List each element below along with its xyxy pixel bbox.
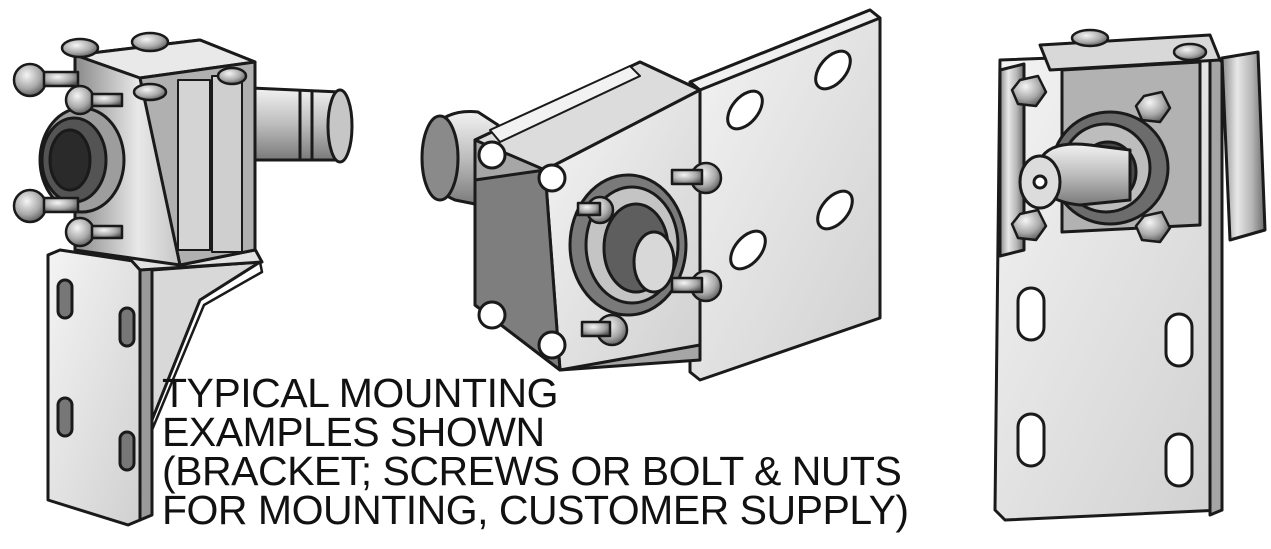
left-slot xyxy=(56,396,74,438)
left-slot xyxy=(118,430,136,472)
right-bolts xyxy=(1010,28,1208,244)
left-slot xyxy=(118,306,136,348)
left-slot xyxy=(56,278,74,320)
middle-bolts xyxy=(576,161,723,347)
caption-line: FOR MOUNTING, CUSTOMER SUPPLY) xyxy=(162,487,909,533)
middle-plate-slots xyxy=(726,49,854,271)
right-roller xyxy=(1220,50,1267,242)
middle-corner-holes xyxy=(477,140,567,360)
left-bolts xyxy=(12,31,248,248)
right-pump-assembly xyxy=(993,28,1267,522)
right-plate-slots xyxy=(1016,286,1194,488)
left-bracket-edge xyxy=(138,256,154,522)
mounting-caption: TYPICAL MOUNTING EXAMPLES SHOWN (BRACKET… xyxy=(162,370,962,533)
caption-line: EXAMPLES SHOWN xyxy=(162,409,545,455)
left-pump-assembly xyxy=(12,31,354,527)
caption-line: TYPICAL MOUNTING xyxy=(162,370,558,416)
middle-pump-assembly xyxy=(420,8,882,382)
caption-line: (BRACKET; SCREWS OR BOLT & NUTS xyxy=(162,448,902,494)
